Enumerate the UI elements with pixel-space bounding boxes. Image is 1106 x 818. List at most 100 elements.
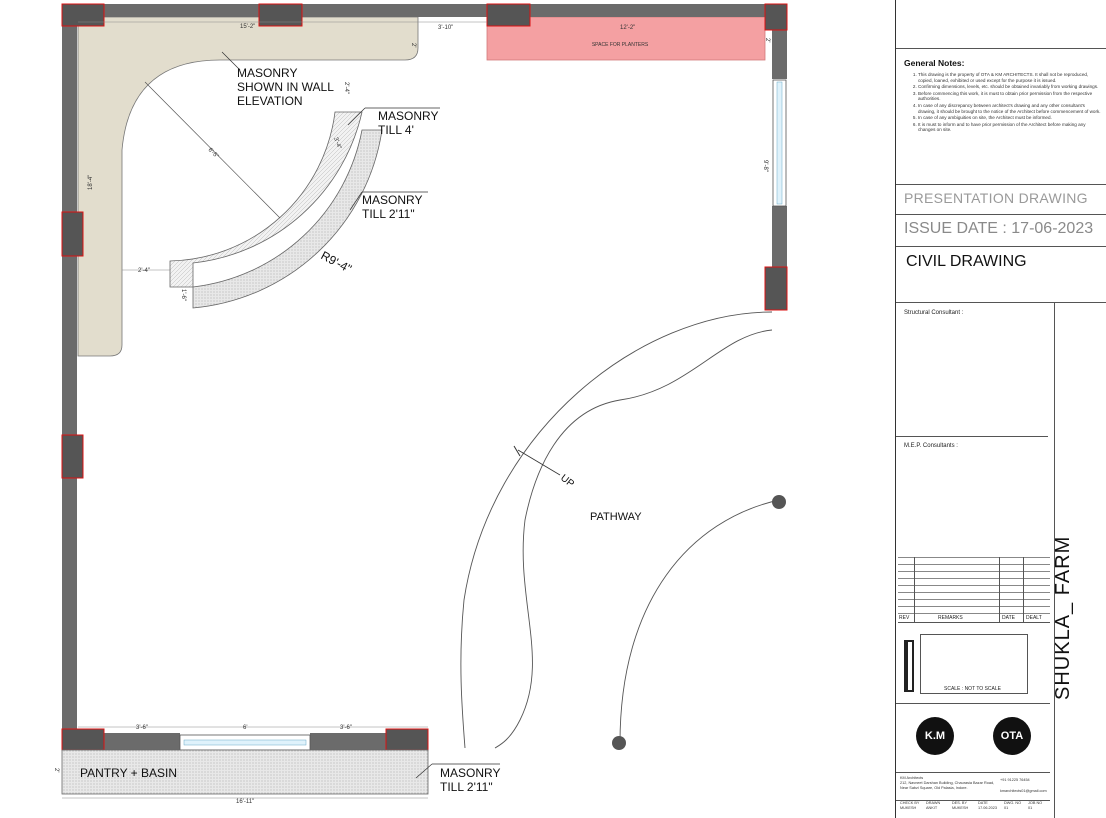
dim-curve-width: 3'-4" [332,137,342,150]
footer-label: DRAWN [926,801,941,805]
masonry-bottom-label-1: MASONRY [440,766,500,780]
leader-line [349,191,363,211]
masonry-till-4-curve [169,111,363,288]
column [61,211,84,257]
dim-pantry-height: 2' [53,768,59,772]
title-block: General Notes: This drawing is the prope… [895,0,1106,818]
key-plan-marker [904,640,914,692]
note-item: In case of any ambiguities on site, the … [918,115,1102,121]
divider [896,302,1106,303]
dim-bottom-right: 3'-6" [340,725,352,731]
rev-grid-col [914,557,915,622]
scale-note: SCALE : NOT TO SCALE [944,686,1001,692]
rev-header-dealt: DEALT [1026,615,1042,621]
window-glass [183,739,307,746]
issue-date: ISSUE DATE : 17-06-2023 [904,220,1094,237]
firm-address: 212, Navneet Darshan Building, Chaurasia… [900,781,995,790]
notes-title: General Notes: [904,58,965,68]
dim-wall-2-right: 2' [764,38,770,42]
pantry-basin-counter [61,749,429,795]
rev-grid-line [898,557,1050,558]
footer-value: MUKESH [952,806,969,810]
leader-line [347,107,366,126]
divider [896,246,1106,247]
leader-line [415,763,433,779]
masonry-till-4-label-2: TILL 4' [378,123,414,137]
column [486,3,531,27]
rev-grid-line [898,599,1050,600]
column [61,434,84,479]
general-notes: General Notes: This drawing is the prope… [904,58,1102,134]
masonry-elevation-block [77,16,419,357]
window-glass [776,81,783,205]
radius-line [144,81,281,219]
dim-bottom-mid: 6' [243,725,247,731]
divider [896,436,1048,437]
masonry-wall-label-1: MASONRY [237,66,297,80]
footer-label: JOB NO [1028,801,1043,805]
dim-left-2-4: 2'-4" [138,268,150,274]
footer-value: 17.06.2023 [978,806,998,810]
column [764,266,788,311]
footer-value: 01 [1004,806,1009,810]
pathway-outer-edge [460,311,773,749]
note-item: This drawing is the property of OTA & KM… [918,72,1102,83]
column [61,3,105,27]
masonry-curve-label-2: TILL 2'11" [362,207,415,221]
up-arrow-line [517,449,561,476]
masonry-curve-label-1: MASONRY [362,193,422,207]
mep-consultants: M.E.P. Consultants : [904,443,958,449]
divider [1054,302,1055,818]
firm-name: KM Architects [900,776,924,780]
dim-bottom-left: 3'-6" [136,725,148,731]
footer-value: MUKESH [900,806,917,810]
dim-left-height: 18'-4" [88,175,94,190]
leader-line [221,51,241,71]
masonry-bottom-label-2: TILL 2'11" [440,780,493,794]
masonry-till-2-11-curve [192,129,383,309]
dim-diagonal: 6'-5" [207,147,220,160]
masonry-wall-label-3: ELEVATION [237,94,303,108]
rev-header-rev: REV [899,615,910,621]
rev-grid-line [898,564,1050,565]
rev-grid-line [898,613,1050,614]
ota-logo: OTA [993,717,1031,755]
rev-grid-line [898,578,1050,579]
footer-label: CHECK BY [900,801,920,805]
rev-grid-line [898,606,1050,607]
rev-header-remarks: REMARKS [938,615,963,621]
dim-top-left: 15'-2" [240,24,255,30]
dim-wall-2: 2' [410,43,416,47]
pathway-inner-edge [494,329,773,749]
divider [896,800,1050,801]
drawing-type: CIVIL DRAWING [906,253,1027,270]
note-item: In case of any discrepancy between archi… [918,103,1102,114]
key-plan [920,634,1028,694]
footer-label: DWG. NO [1004,801,1022,805]
rev-grid-col [999,557,1000,622]
rev-grid-line [898,571,1050,572]
rev-grid-col [1023,557,1024,622]
radius-label: R9'-4" [319,248,354,276]
rev-header-date: DATE [1002,615,1015,621]
floor-plan-drawing: SPACE FOR PLANTERS PANTRY + BASIN UP PAT… [53,3,788,805]
footer-label: DATE [978,801,988,805]
dim-top-gap: 3'-10" [438,25,453,31]
footer-label: DES. BY [952,801,967,805]
dim-bottom-total: 16'-11" [236,799,254,805]
pantry-label: PANTRY + BASIN [80,766,177,780]
column [258,3,303,27]
pathway-node [612,736,626,750]
pathway-label: PATHWAY [590,511,642,523]
dim-right-side: 9'-8" [762,160,768,172]
dim-top-right: 12'-2" [620,25,635,31]
presentation-drawing: PRESENTATION DRAWING [904,190,1088,206]
column [61,728,105,751]
planters-label: SPACE FOR PLANTERS [592,42,649,48]
divider [896,214,1106,215]
pathway-node [772,495,786,509]
